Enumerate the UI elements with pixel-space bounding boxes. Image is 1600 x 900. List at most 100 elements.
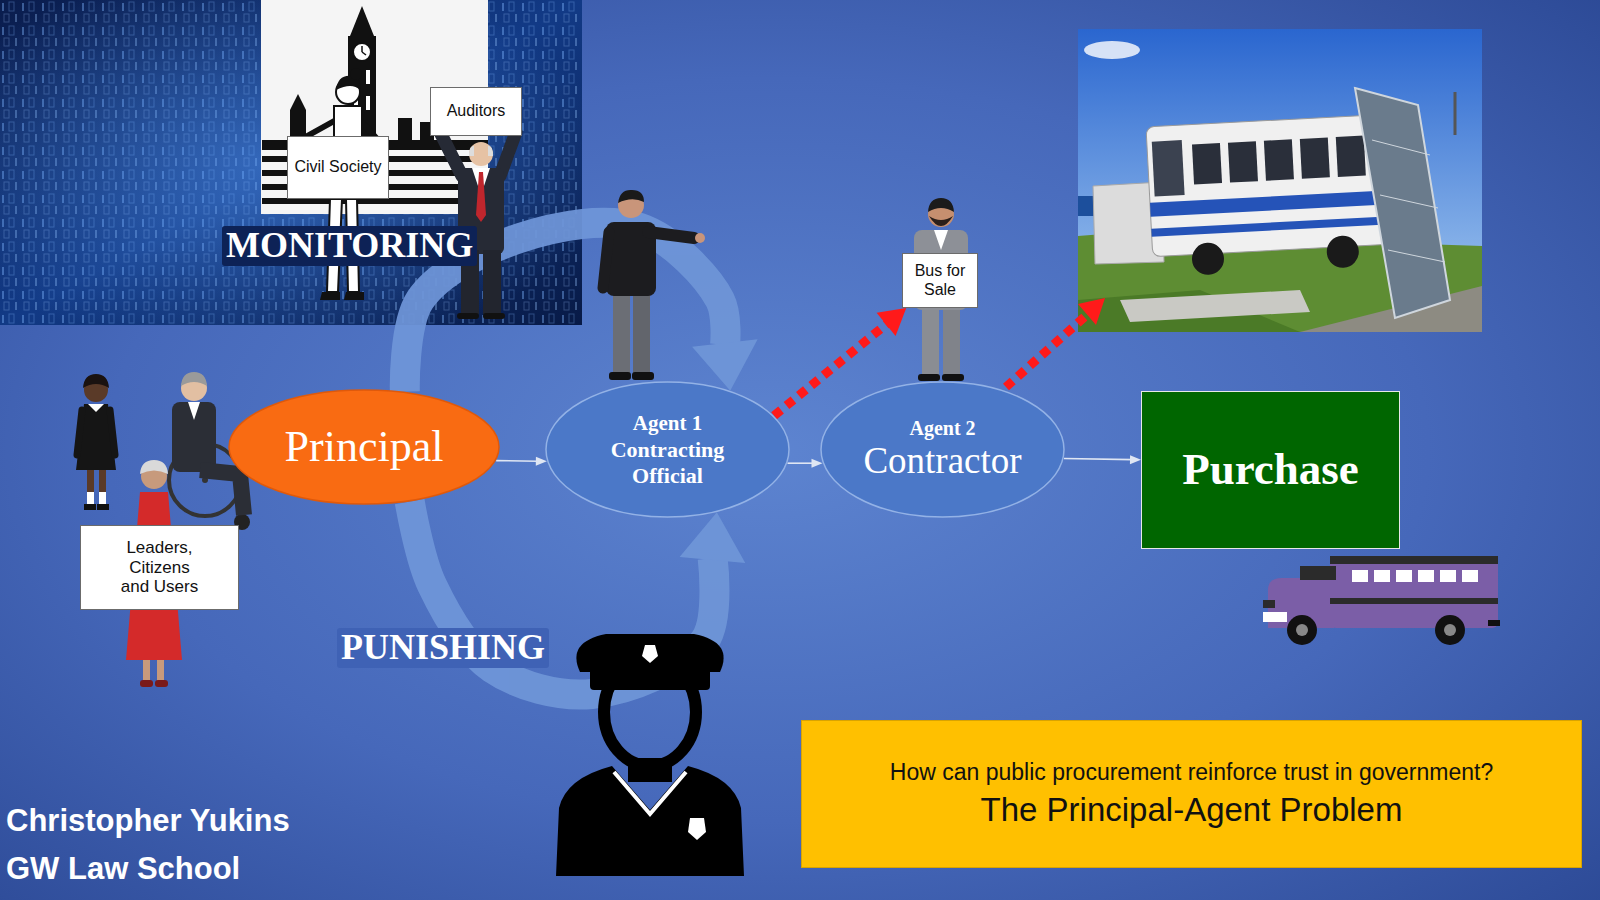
flow-arrow (496, 457, 547, 466)
woman-figure (155, 680, 168, 687)
node-text: Civil Society (294, 158, 381, 176)
wheelchair-user-figure (188, 402, 200, 420)
auditor-figure (469, 142, 493, 166)
bus-icon (1440, 570, 1456, 582)
bus-icon (1330, 556, 1498, 564)
police-icon (614, 772, 686, 814)
wheelchair-user-figure (172, 402, 216, 472)
arrow-head (1130, 455, 1141, 464)
girl-figure (77, 410, 82, 455)
bus-icon (1300, 566, 1336, 580)
parliament-drawing (366, 70, 370, 84)
binary-panel (0, 0, 582, 325)
girl-figure (76, 374, 116, 510)
school-name: GW Law School (6, 851, 240, 887)
police-icon (556, 634, 744, 876)
girl-figure (87, 470, 94, 494)
node-text: The Principal-Agent Problem (981, 791, 1403, 829)
civil-society-figure (344, 292, 364, 300)
contractor-figure (929, 216, 953, 226)
arrow-head (877, 308, 907, 336)
bus-icon (1418, 570, 1434, 582)
bus-photo (1388, 250, 1445, 262)
woman-figure (157, 660, 164, 682)
contractor-figure (928, 198, 954, 212)
girl-figure (76, 404, 116, 470)
ellipse-outline (546, 382, 789, 517)
police-icon (556, 766, 744, 876)
wheelchair-user-figure (181, 372, 207, 386)
woman-figure (140, 460, 168, 474)
punishing-label: PUNISHING (337, 628, 549, 668)
parliament-drawing (350, 6, 374, 36)
node-text: Contractor (863, 440, 1021, 483)
flow-arrow (1064, 455, 1141, 464)
monitoring-label: MONITORING (222, 226, 477, 266)
bus-photo (1372, 140, 1430, 155)
bus-photo (1192, 143, 1222, 184)
auditor-figure (488, 146, 493, 156)
bus-icon (1444, 624, 1456, 636)
parliament-drawing (362, 52, 366, 55)
woman-figure (143, 660, 150, 682)
red-dotted-arrow-to-photo (1078, 298, 1105, 325)
bus-photo (1264, 139, 1294, 180)
civil-society-figure (320, 292, 340, 300)
label-text: Christopher Yukins (6, 803, 290, 839)
node-text: Auditors (447, 102, 506, 120)
bus-photo (1326, 235, 1360, 269)
bus-photo (1151, 216, 1401, 237)
bus-icon (1488, 620, 1500, 626)
bus-icon (1352, 570, 1368, 582)
contracting-official-figure (603, 190, 705, 380)
auditor-figure (476, 172, 486, 222)
contracting-official-figure (632, 372, 654, 380)
arrow-head (536, 457, 547, 466)
node-text: Contracting Official (593, 437, 743, 488)
sign-box: Auditors (430, 87, 522, 136)
node-text: Purchase (1182, 444, 1359, 496)
ellipse-outline (821, 382, 1064, 517)
bus-icon (1330, 598, 1498, 604)
node-text: Agent 2 (909, 417, 975, 440)
ellipse-outline (229, 390, 499, 504)
arrow-head (680, 512, 746, 563)
girl-figure (87, 492, 94, 504)
contractor-figure (934, 230, 948, 250)
police-icon (576, 634, 723, 672)
node-text: Principal (285, 422, 444, 473)
auditor-figure (483, 250, 501, 314)
civil-society-figure (334, 106, 362, 138)
edge-label-text: PUNISHING (337, 628, 549, 668)
woman-figure (140, 680, 153, 687)
bus-photo (1078, 29, 1482, 332)
bus-icon (1263, 600, 1275, 608)
node-text: Agent 1 (633, 411, 702, 435)
bus-icon (1263, 612, 1287, 622)
civil-society-figure (350, 68, 362, 80)
red-dotted-arrow-to-photo (1006, 313, 1089, 387)
bus-photo (1191, 242, 1225, 276)
bus-photo (1300, 137, 1330, 178)
agent-ellipse: Agent 2Contractor (820, 381, 1065, 518)
flow-arrow (788, 462, 814, 464)
contractor-figure (942, 374, 964, 381)
contractor-figure (918, 374, 940, 381)
purchase-box: Purchase (1141, 391, 1400, 549)
bus-photo (1150, 190, 1400, 217)
girl-figure (84, 504, 96, 510)
contracting-official-figure (648, 232, 694, 238)
flow-arrow (496, 460, 538, 462)
bus-icon (1296, 624, 1308, 636)
bus-icon (1435, 615, 1465, 645)
contracting-official-figure (603, 232, 609, 288)
girl-figure (88, 404, 104, 412)
auditor-figure (457, 313, 479, 319)
node-text: How can public procurement reinforce tru… (890, 759, 1493, 785)
binary-panel (0, 0, 582, 325)
edge-label-text: MONITORING (222, 226, 477, 266)
node-text: Leaders, Citizens and Users (114, 538, 206, 597)
contracting-official-figure (609, 372, 631, 380)
